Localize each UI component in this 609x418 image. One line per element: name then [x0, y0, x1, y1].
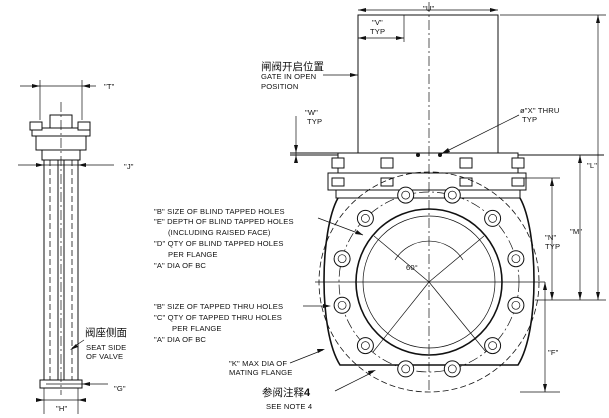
see-note-cn-text: 参阅注释 — [262, 386, 304, 399]
bolt-hole-thread — [361, 341, 370, 350]
front-notes: 闸阀开启位置 GATE IN OPEN POSITION "B" SIZE OF… — [154, 60, 376, 411]
dim-V: "V" — [372, 18, 383, 27]
bolt-hole — [507, 296, 525, 314]
bolt-holes — [333, 186, 525, 378]
bolt-hole-thread — [337, 254, 347, 264]
packing-plate — [337, 152, 519, 174]
dim-N-typ: TYP — [545, 242, 560, 251]
yoke-flange — [327, 172, 527, 191]
dim-L: "L" — [587, 161, 597, 170]
gate-note-en-1: GATE IN OPEN — [261, 72, 316, 81]
angle-label: 60° — [406, 263, 418, 272]
front-view: 60° — [290, 2, 604, 393]
bolt-hole-thread — [447, 190, 457, 200]
seat-note-cn: 阀座侧面 — [85, 326, 127, 339]
bolt-hole-thread — [361, 214, 370, 223]
bolt-hole — [356, 209, 374, 227]
bolt-hole-thread — [488, 341, 497, 350]
bolt-hole-thread — [511, 300, 521, 310]
blind-note-2: "E" DEPTH OF BLIND TAPPED HOLES — [154, 217, 294, 226]
bolt-hole-thread — [401, 190, 411, 200]
dim-M: "M" — [570, 227, 582, 236]
side-view — [29, 102, 91, 395]
seat-note-en-2: OF VALVE — [86, 352, 123, 361]
blind-note-3: (INCLUDING RAISED FACE) — [168, 228, 271, 237]
bolt-hole-thread — [447, 364, 457, 374]
blind-note-6: "A" DIA OF BC — [154, 261, 206, 270]
bolt-hole — [507, 250, 525, 268]
bolt-hole — [443, 360, 461, 378]
thru-note-2: "C" QTY OF TAPPED THRU HOLES — [154, 313, 282, 322]
gate-note-en-2: POSITION — [261, 82, 299, 91]
bolt-hole — [484, 337, 502, 355]
dim-W: "W" — [305, 108, 318, 117]
k-note-1: "K" MAX DIA OF — [229, 359, 287, 368]
dim-H: "H" — [56, 404, 67, 413]
side-dimensions: "T" "J" "G" "H" 阀座侧面 SEAT SIDE OF VALVE — [18, 80, 134, 414]
bolt-hole-thread — [488, 214, 497, 223]
dim-F: "F" — [548, 348, 559, 357]
thru-note-3: PER FLANGE — [172, 324, 222, 333]
dim-V-typ: TYP — [370, 27, 385, 36]
bolt-hole — [397, 360, 415, 378]
see-note-number: 4 — [304, 387, 311, 399]
thru-note-1: "B" SIZE OF TAPPED THRU HOLES — [154, 302, 283, 311]
bolt-hole-thread — [511, 254, 521, 264]
see-note-en: SEE NOTE 4 — [266, 402, 312, 411]
dim-T: "T" — [104, 82, 115, 91]
bolt-hole — [484, 209, 502, 227]
thru-note-4: "A" DIA OF BC — [154, 335, 206, 344]
k-note-2: MATING FLANGE — [229, 368, 292, 377]
bolt-hole-thread — [337, 300, 347, 310]
gate-note-cn: 闸阀开启位置 — [261, 60, 324, 73]
blind-note-1: "B" SIZE OF BLIND TAPPED HOLES — [154, 207, 285, 216]
bolt-hole — [333, 250, 351, 268]
bolt-hole-thread — [401, 364, 411, 374]
dim-U: "U" — [423, 4, 434, 13]
bolt-hole — [333, 296, 351, 314]
dim-W-typ: TYP — [307, 117, 322, 126]
dim-J: "J" — [124, 162, 134, 171]
bolt-hole — [356, 337, 374, 355]
top-bolts — [331, 153, 525, 187]
dim-G: "G" — [114, 384, 126, 393]
dim-N: "N" — [545, 233, 556, 242]
valve-body — [323, 197, 535, 366]
blind-note-4: "D" QTY OF BLIND TAPPED HOLES — [154, 239, 284, 248]
blind-note-5: PER FLANGE — [168, 250, 218, 259]
front-dimensions: "U" "V" TYP "W" TYP ø"X" THRU TYP "L" "M… — [294, 4, 606, 393]
dim-X-typ: TYP — [522, 115, 537, 124]
bolt-hole — [443, 186, 461, 204]
see-note-cn: 参阅注释4 — [262, 386, 311, 399]
seat-note-en-1: SEAT SIDE — [86, 343, 126, 352]
bolt-hole — [397, 186, 415, 204]
dim-X: ø"X" THRU — [520, 106, 560, 115]
